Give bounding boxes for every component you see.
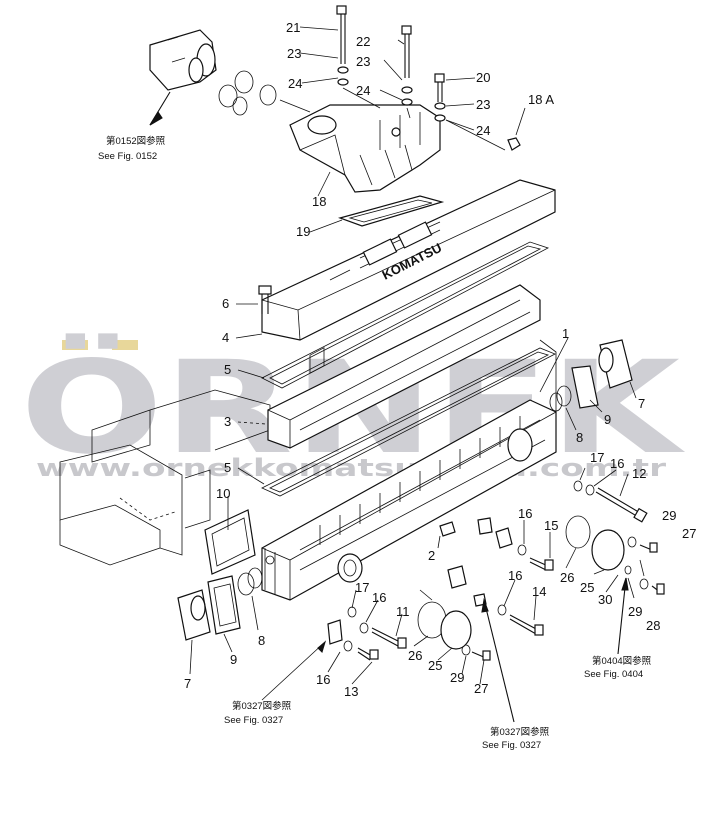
cover-4: KOMATSU bbox=[261, 179, 556, 341]
callout-6: 6 bbox=[222, 296, 229, 311]
callout-13: 13 bbox=[344, 684, 358, 699]
callout-26: 26 bbox=[560, 570, 574, 585]
bolts-top bbox=[336, 5, 446, 122]
callout-3: 3 bbox=[224, 414, 231, 429]
callout-29: 29 bbox=[662, 508, 676, 523]
bolt-6 bbox=[258, 285, 272, 314]
callout-17: 17 bbox=[590, 450, 604, 465]
elbow-pipe bbox=[149, 29, 217, 91]
callout-16: 16 bbox=[508, 568, 522, 583]
callout-19: 19 bbox=[296, 224, 310, 239]
callout-29: 29 bbox=[450, 670, 464, 685]
callout-24: 24 bbox=[356, 83, 370, 98]
callout-7: 7 bbox=[638, 396, 645, 411]
plug-18a bbox=[507, 137, 521, 151]
callout-23: 23 bbox=[356, 54, 370, 69]
gasket-5-upper bbox=[261, 241, 550, 389]
flange-7-lower bbox=[177, 589, 211, 641]
ref-fig0152-en: See Fig. 0152 bbox=[98, 151, 157, 162]
o-ring-8-lower bbox=[237, 572, 255, 596]
cooler-core-3 bbox=[267, 284, 541, 449]
ref-fig0327b-en: See Fig. 0327 bbox=[482, 740, 541, 751]
connector-housing bbox=[289, 104, 441, 193]
ref-fig0404-jp: 第0404図参照 bbox=[592, 655, 652, 667]
callout-29: 29 bbox=[628, 604, 642, 619]
o-ring-8-upper bbox=[556, 385, 572, 407]
callout-4: 4 bbox=[222, 330, 229, 345]
gasket-19 bbox=[338, 195, 445, 227]
ref-fig0327b-jp: 第0327図参照 bbox=[490, 726, 550, 738]
callout-15: 15 bbox=[544, 518, 558, 533]
washers-lower bbox=[343, 480, 649, 656]
callout-28: 28 bbox=[646, 618, 660, 633]
callout-30: 30 bbox=[598, 592, 612, 607]
callout-17: 17 bbox=[355, 580, 369, 595]
fittings-lower bbox=[327, 517, 513, 645]
ref-fig0152-jp: 第0152図参照 bbox=[106, 135, 166, 147]
bolts-lower bbox=[357, 487, 665, 661]
gasket-9-upper bbox=[571, 365, 599, 409]
callout-8: 8 bbox=[576, 430, 583, 445]
callout-14: 14 bbox=[532, 584, 546, 599]
leader-lines bbox=[189, 26, 645, 723]
callout-24: 24 bbox=[476, 123, 490, 138]
callout-27: 27 bbox=[682, 526, 696, 541]
callout-11: 11 bbox=[396, 604, 410, 619]
callout-5: 5 bbox=[224, 362, 231, 377]
callout-20: 20 bbox=[476, 70, 490, 85]
callout-16: 16 bbox=[518, 506, 532, 521]
watermark-url-text: www.ornekkomatsuparca.com.tr bbox=[36, 454, 666, 482]
ref-fig0327a-jp: 第0327図参照 bbox=[232, 700, 292, 712]
gasket-10 bbox=[204, 509, 256, 575]
flange-7-upper bbox=[598, 339, 633, 389]
arrow-fig0152 bbox=[149, 110, 163, 126]
callout-18: 18 bbox=[312, 194, 326, 209]
callout-18a: 18 A bbox=[528, 92, 554, 107]
callout-16: 16 bbox=[610, 456, 624, 471]
o-rings-upper bbox=[218, 70, 277, 116]
callout-9: 9 bbox=[230, 652, 237, 667]
callout-8: 8 bbox=[258, 633, 265, 648]
callout-27: 27 bbox=[474, 681, 488, 696]
callout-7: 7 bbox=[184, 676, 191, 691]
callout-2: 2 bbox=[428, 548, 435, 563]
housing-1 bbox=[261, 339, 557, 601]
callout-12: 12 bbox=[632, 466, 646, 481]
callout-numbers: 21 22 23 23 20 24 24 23 18 A 24 18 19 6 … bbox=[184, 20, 696, 699]
ref-fig0404-en: See Fig. 0404 bbox=[584, 669, 643, 680]
gasket-9-lower bbox=[207, 575, 241, 635]
callout-16: 16 bbox=[316, 672, 330, 687]
callout-10: 10 bbox=[216, 486, 230, 501]
callout-25: 25 bbox=[428, 658, 442, 673]
callout-1: 1 bbox=[562, 326, 569, 341]
callout-23: 23 bbox=[476, 97, 490, 112]
callout-26: 26 bbox=[408, 648, 422, 663]
gasket-5-lower bbox=[261, 347, 556, 497]
covers-25-26 bbox=[417, 515, 625, 650]
callout-25: 25 bbox=[580, 580, 594, 595]
callout-21: 21 bbox=[286, 20, 300, 35]
callout-23: 23 bbox=[287, 46, 301, 61]
ref-fig0327a-en: See Fig. 0327 bbox=[224, 715, 283, 726]
callout-16: 16 bbox=[372, 590, 386, 605]
figure-references: 第0152図参照 See Fig. 0152 第0404図参照 See Fig.… bbox=[98, 135, 652, 751]
callout-24: 24 bbox=[288, 76, 302, 91]
callout-9: 9 bbox=[604, 412, 611, 427]
engine-outline bbox=[59, 389, 271, 566]
callout-22: 22 bbox=[356, 34, 370, 49]
callout-5: 5 bbox=[224, 460, 231, 475]
